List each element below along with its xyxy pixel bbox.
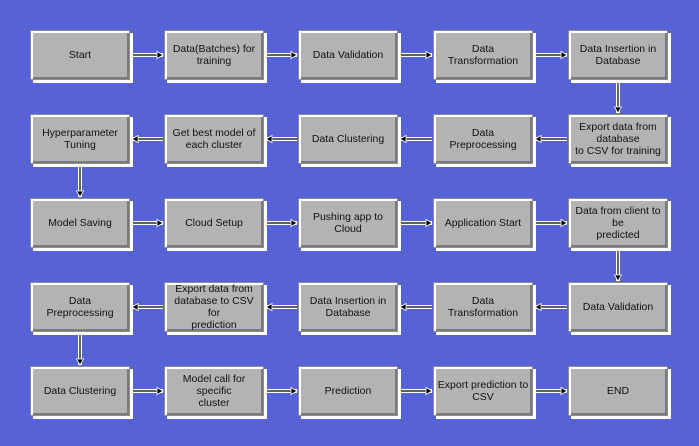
arrow-r2-2-to-1 — [131, 134, 163, 144]
flow-node-r2-c4: Data Preprocessing — [433, 114, 533, 164]
arrow-r3-1-to-2 — [132, 218, 164, 228]
arrow-r1-3-to-4 — [400, 50, 433, 60]
arrow-r1-4-to-5 — [535, 50, 568, 60]
arrow-r2-4-to-3 — [399, 134, 432, 144]
arrow-r4-3-to-2 — [265, 302, 297, 312]
flow-node-r5-c4: Export prediction to CSV — [433, 366, 533, 416]
flow-node-r3-c3: Pushing app to Cloud — [298, 198, 398, 248]
arrow-r2-3-to-2 — [265, 134, 297, 144]
flow-node-r5-c1: Data Clustering — [30, 366, 130, 416]
flow-node-r5-c5: END — [568, 366, 668, 416]
arrow-r4-5-to-4 — [534, 302, 567, 312]
flow-node-r4-c1: Data Preprocessing — [30, 282, 130, 332]
arrow-r4-4-to-3 — [399, 302, 432, 312]
flow-node-r4-c3: Data Insertion in Database — [298, 282, 398, 332]
arrow-r3-4-to-5 — [535, 218, 568, 228]
arrow-r3-3-to-4 — [400, 218, 433, 228]
flow-node-r2-c3: Data Clustering — [298, 114, 398, 164]
arrow-r3-2-to-3 — [266, 218, 298, 228]
flow-node-r4-c4: Data Transformation — [433, 282, 533, 332]
flow-node-r1-c4: Data Transformation — [433, 30, 533, 80]
flow-node-r1-c3: Data Validation — [298, 30, 398, 80]
flow-node-r3-c1: Model Saving — [30, 198, 130, 248]
flow-node-r1-c5: Data Insertion in Database — [568, 30, 668, 80]
flow-node-r2-c5: Export data from database to CSV for tra… — [568, 114, 668, 164]
arrow-row1-down — [613, 82, 623, 114]
flow-node-r3-c5: Data from client to be predicted — [568, 198, 668, 248]
arrow-r5-3-to-4 — [400, 386, 433, 396]
flow-node-r4-c2: Export data from database to CSV for pre… — [164, 282, 264, 332]
flow-node-r2-c2: Get best model of each cluster — [164, 114, 264, 164]
arrow-row2-down — [75, 166, 85, 198]
arrow-r1-1-to-2 — [132, 50, 164, 60]
flow-node-r5-c2: Model call for specific cluster — [164, 366, 264, 416]
flow-node-r4-c5: Data Validation — [568, 282, 668, 332]
arrow-r5-1-to-2 — [132, 386, 164, 396]
arrow-row4-down — [75, 334, 85, 366]
flow-node-r1-c1: Start — [30, 30, 130, 80]
flow-node-r5-c3: Prediction — [298, 366, 398, 416]
arrow-r4-2-to-1 — [131, 302, 163, 312]
arrow-r2-5-to-4 — [534, 134, 567, 144]
flow-node-r3-c4: Application Start — [433, 198, 533, 248]
flow-node-r3-c2: Cloud Setup — [164, 198, 264, 248]
arrow-r5-2-to-3 — [266, 386, 298, 396]
arrow-r5-4-to-5 — [535, 386, 568, 396]
flow-node-r2-c1: Hyperparameter Tuning — [30, 114, 130, 164]
arrow-r1-2-to-3 — [266, 50, 298, 60]
flow-node-r1-c2: Data(Batches) for training — [164, 30, 264, 80]
arrow-row3-down — [613, 250, 623, 282]
